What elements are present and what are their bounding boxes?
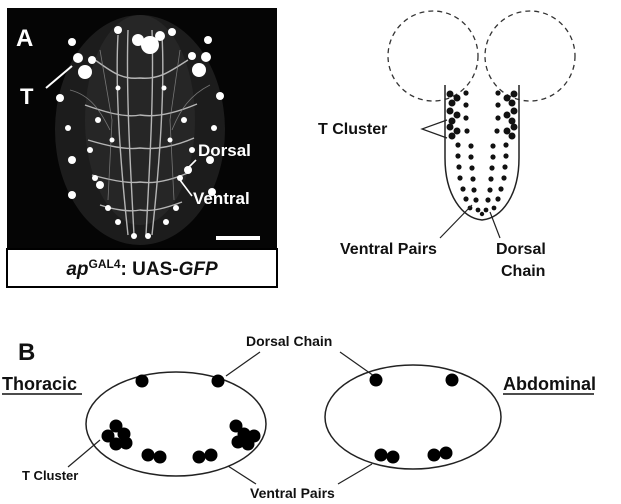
t-label: T: [20, 84, 34, 109]
dorsal-label: Dorsal: [198, 141, 251, 160]
cns-schematic: T Cluster Ventral Pairs Dorsal Chain: [318, 11, 575, 280]
vnc-outline: [445, 85, 519, 220]
micrograph: A T Dorsal Ventral: [7, 8, 277, 249]
ventral-pairs-label: Ventral Pairs: [340, 241, 437, 258]
panel-a-letter: A: [16, 25, 33, 52]
dorsal-chain-label-2: Chain: [501, 263, 545, 280]
dorsal-chain-label-1: Dorsal: [496, 241, 546, 258]
genotype-caption: apGAL4: UAS-GFP: [7, 249, 277, 287]
panel-b: B Thoracic Abdominal Dorsal Chain T Clus…: [2, 333, 596, 501]
dorsal-chain-b-label: Dorsal Chain: [246, 333, 332, 349]
abdominal-segment: [325, 365, 501, 469]
t-cluster-label: T Cluster: [318, 121, 387, 138]
ventral-pairs-b-label: Ventral Pairs: [250, 485, 335, 501]
schematic-neurons: [447, 90, 518, 216]
thoracic-neurons: [102, 375, 261, 464]
ventral-label: Ventral: [193, 189, 250, 208]
panel-b-letter: B: [18, 339, 35, 366]
abdominal-label: Abdominal: [503, 374, 596, 394]
abdominal-neurons: [370, 374, 459, 464]
t-cluster-b-label: T Cluster: [22, 468, 78, 483]
scale-bar: [216, 236, 260, 240]
thoracic-label: Thoracic: [2, 374, 77, 394]
